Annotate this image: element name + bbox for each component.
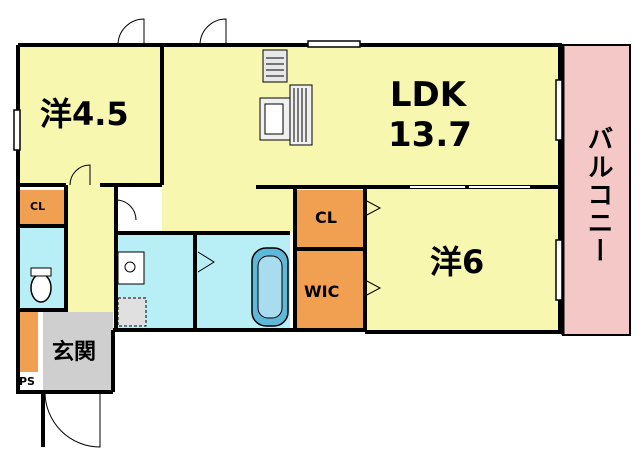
closet-top <box>295 190 365 248</box>
pipe-space-label: PS <box>19 375 35 388</box>
closet-left-label: CL <box>30 200 46 213</box>
door-arc-top-2 <box>199 18 227 46</box>
walk-in-closet-label: WIC <box>304 282 340 301</box>
corridor-left <box>66 185 116 315</box>
washing-machine-icon <box>117 297 147 327</box>
entrance-area <box>43 312 113 392</box>
balcony-area <box>562 44 631 336</box>
western-room-large-label: 洋6 <box>430 243 485 281</box>
western-room-large <box>365 187 560 332</box>
ldk-size-label: 13.7 <box>388 115 472 155</box>
pipe-space-bar <box>18 312 38 372</box>
stove-icon <box>262 49 288 83</box>
ldk-label: LDK <box>389 75 467 115</box>
western-room-small-label: 洋4.5 <box>40 95 129 133</box>
western-room-small <box>18 45 162 185</box>
balcony-label: バルコニー <box>583 125 613 265</box>
wash-basin-icon <box>117 251 145 285</box>
door-arc-top-1 <box>117 18 145 46</box>
entrance-label: 玄関 <box>52 340 97 365</box>
ldk-room <box>295 45 560 187</box>
toilet-icon <box>30 273 52 303</box>
closet-top-label: CL <box>315 208 337 227</box>
closet-left <box>18 190 66 225</box>
walk-in-closet <box>295 250 365 330</box>
kitchen-counter <box>289 84 313 146</box>
door-arc-entrance <box>44 391 101 448</box>
